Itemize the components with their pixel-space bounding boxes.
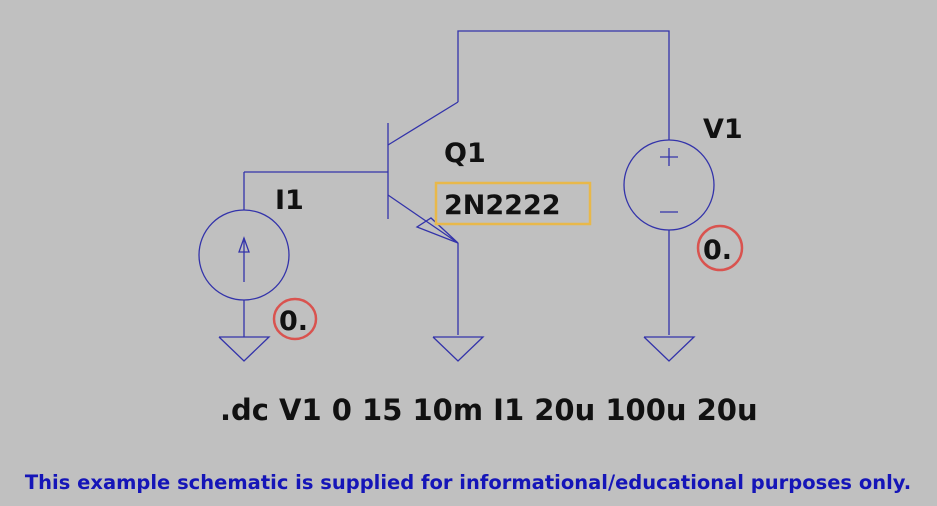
ground-q1 [432, 336, 485, 362]
i1-value-label[interactable]: 0. [279, 306, 308, 337]
ground-v1 [643, 336, 696, 362]
q1-model-label[interactable]: 2N2222 [444, 190, 561, 221]
spice-directive[interactable]: .dc V1 0 15 10m I1 20u 100u 20u [220, 393, 758, 427]
disclaimer-text: This example schematic is supplied for i… [25, 471, 911, 494]
ground-i1 [218, 336, 271, 362]
i1-value-highlight [272, 297, 318, 341]
collector-wire[interactable] [457, 30, 670, 140]
transistor-q1-symbol[interactable] [244, 101, 459, 335]
v1-value-highlight [696, 224, 744, 272]
v1-value-label[interactable]: 0. [703, 235, 732, 266]
voltage-source-v1-symbol[interactable] [623, 139, 715, 335]
v1-ref-label[interactable]: V1 [703, 114, 743, 145]
current-source-i1-symbol[interactable] [198, 172, 290, 337]
q1-model-highlight [434, 181, 592, 226]
i1-ref-label[interactable]: I1 [275, 185, 304, 216]
q1-ref-label[interactable]: Q1 [444, 138, 486, 169]
